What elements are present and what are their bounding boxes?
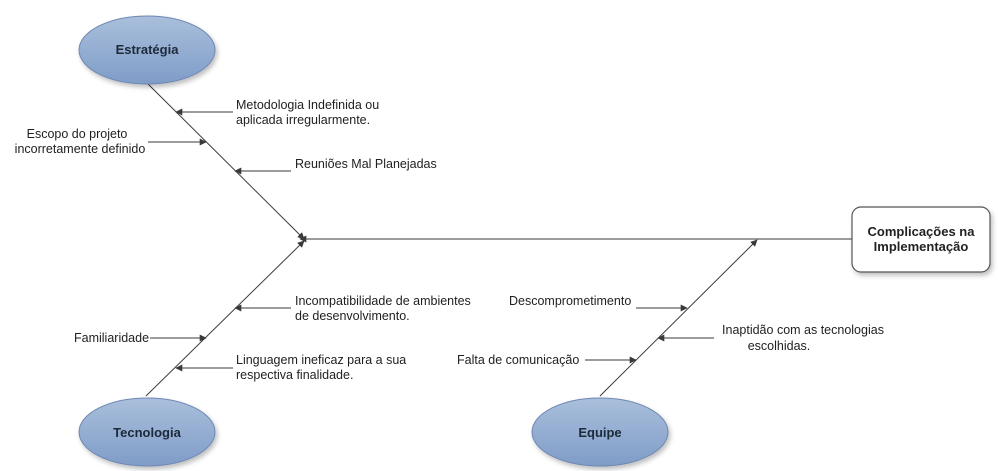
cause-incompatibilidade-line-2: de desenvolvimento. <box>295 309 410 323</box>
category-estrategia-label: Estratégia <box>116 42 180 57</box>
bone-equipe <box>599 239 758 397</box>
cause-linguagem-line-1: Linguagem ineficaz para a sua <box>236 353 406 367</box>
category-equipe-label: Equipe <box>578 425 621 440</box>
category-tecnologia: Tecnologia <box>78 397 216 467</box>
cause-metodologia-line-1: Metodologia Indefinida ou <box>236 98 379 112</box>
bone-tecnologia <box>145 240 305 397</box>
cause-falta: Falta de comunicação <box>457 353 579 367</box>
effect-line-2: Implementação <box>874 239 969 254</box>
cause-reunioes: Reuniões Mal Planejadas <box>295 157 437 171</box>
cause-inaptidao-line-2: escolhidas. <box>748 339 811 353</box>
cause-linguagem-line-2: respectiva finalidade. <box>236 368 353 382</box>
category-estrategia: Estratégia <box>78 15 216 85</box>
category-tecnologia-label: Tecnologia <box>113 425 181 440</box>
cause-descomprometimento: Descomprometimento <box>509 294 631 308</box>
bone-estrategia <box>145 81 305 240</box>
effect-box: Complicações na Implementação <box>851 206 991 273</box>
category-equipe: Equipe <box>531 397 669 467</box>
cause-escopo-line-1: Escopo do projeto <box>27 127 128 141</box>
cause-inaptidao-line-1: Inaptidão com as tecnologias <box>722 323 884 337</box>
cause-escopo-line-2: incorretamente definido <box>15 142 146 156</box>
effect-line-1: Complicações na <box>868 224 976 239</box>
cause-incompatibilidade-line-1: Incompatibilidade de ambientes <box>295 294 471 308</box>
cause-metodologia-line-2: aplicada irregularmente. <box>236 113 370 127</box>
cause-familiaridade: Familiaridade <box>74 331 149 345</box>
